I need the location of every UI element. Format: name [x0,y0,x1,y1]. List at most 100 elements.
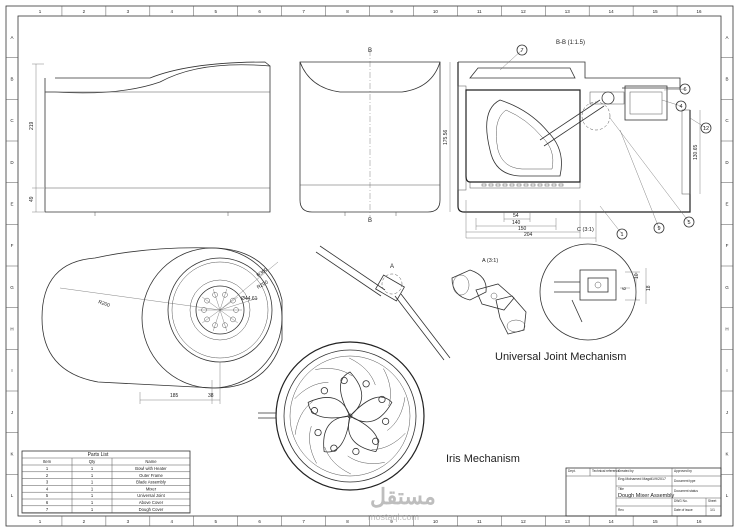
bottom-tick-label: 2 [83,519,86,524]
tb-title-label: Title [618,487,624,491]
bottom-tick-label: 12 [521,519,527,524]
left-tick-label: L [11,493,14,498]
dim-top-w2: 38 [208,393,214,399]
dim-section-side: 130.65 [693,144,699,160]
tb-rev: Rev. [618,508,624,512]
top-tick-label: 16 [697,9,703,14]
right-tick-label: L [726,493,729,498]
parts-list-cell: 7 [46,507,49,512]
parts-list-cell: Bowl with Heater [135,466,167,471]
cut-marker-top: B [368,48,372,54]
parts-list-cell: 1 [91,507,94,512]
balloon-label: 6 [683,87,686,93]
bottom-tick-label: 5 [214,519,217,524]
balloon-label: 9 [657,226,660,232]
bottom-tick-label: 3 [127,519,130,524]
top-tick-label: 15 [653,9,659,14]
balloon-label: 4 [679,104,682,110]
parts-list-cell: 5 [46,493,49,498]
dim-d3: 150 [518,226,527,232]
parts-list-cell: 1 [91,493,94,498]
top-tick-label: 14 [609,9,615,14]
parts-list-cell: Dough Cover [139,507,164,512]
top-tick-label: 11 [477,9,482,14]
parts-list-cell: 1 [91,486,94,491]
top-tick-label: 8 [346,9,349,14]
section-view: B-B (1:1.5) 54 140 150 [443,40,701,242]
tb-tech-ref: Technical reference [592,469,620,473]
dim-front-height: 219 [29,121,35,130]
section-label: B-B (1:1.5) [556,40,585,46]
tb-approved: Approved by [674,469,692,473]
left-tick-label: G [10,285,14,290]
dim-d2: 140 [512,220,521,226]
parts-list-cell: 1 [91,500,94,505]
dim-front-base: 49 [29,196,35,202]
top-tick-label: 6 [258,9,261,14]
parts-list-title: Parts List [88,452,109,458]
right-tick-label: I [726,368,727,373]
right-tick-label: A [725,35,728,40]
tb-doc-type: Document type [674,479,696,483]
tb-dwg-no: DWG No. [674,499,688,503]
parts-list-cell: Above Cover [139,500,164,505]
right-tick-label: D [725,160,729,165]
title-block: Dept. Technical reference Created by Eng… [565,467,722,517]
parts-list-cell: Blade Assembly [136,480,167,485]
front-view: 219 49 [29,61,271,216]
right-tick-label: F [726,243,729,248]
right-tick-label: H [725,327,728,332]
parts-list-header: Item [43,459,52,464]
top-tick-label: 5 [214,9,217,14]
bottom-tick-label: 8 [346,519,349,524]
tb-created-by: Created by [618,469,634,473]
top-view: R200 R300 Ø44.61 R200 185 38 [41,247,283,404]
top-tick-label: 2 [83,9,86,14]
left-tick-label: K [10,452,13,457]
top-tick-label: 1 [39,9,42,14]
left-tick-label: F [11,243,14,248]
parts-list-cell: 6 [46,500,49,505]
watermark-latin: mostaql.com [368,512,419,522]
left-tick-label: D [10,160,14,165]
bottom-tick-label: 15 [653,519,659,524]
bottom-tick-label: 6 [258,519,261,524]
bottom-tick-label: 9 [390,519,393,524]
detail-a-label: A (3:1) [482,258,498,264]
right-tick-label: J [726,410,728,415]
outer-border [5,5,734,527]
tb-date-of-issue: Date of issue [674,508,693,512]
dim-detail-d2: 18 [646,285,652,291]
parts-list-header: Qty [89,459,96,464]
parts-list-cell: 2 [46,473,49,478]
right-tick-label: G [725,285,729,290]
dim-top-w1: 185 [170,393,179,399]
parts-list-cell: Universal Joint [137,493,165,498]
parts-list-cell: 1 [91,480,94,485]
watermark-arabic: مستقل [370,484,436,509]
cut-marker-bottom: B [368,218,372,224]
top-tick-label: 13 [565,9,571,14]
dim-d1: 54 [513,213,519,219]
left-tick-label: I [11,368,12,373]
tb-sheet-val: 1/1 [710,508,715,512]
left-tick-label: C [10,118,14,123]
balloon-label: 7 [520,48,523,54]
detail-c-label: C (3:1) [577,227,594,233]
top-tick-label: 12 [521,9,527,14]
dim-detail-d1: 10 [634,273,640,279]
balloon-label: 12 [703,126,709,132]
right-tick-label: C [725,118,729,123]
balloon-label: 1 [620,232,623,238]
parts-list-cell: 1 [91,466,94,471]
detail-a-callout: A [390,264,394,270]
left-tick-label: J [11,410,13,415]
dim-top-r1: R200 [97,299,110,309]
tb-doc-status: Document status [674,489,698,493]
left-tick-label: B [10,77,13,82]
bottom-tick-label: 1 [39,519,42,524]
